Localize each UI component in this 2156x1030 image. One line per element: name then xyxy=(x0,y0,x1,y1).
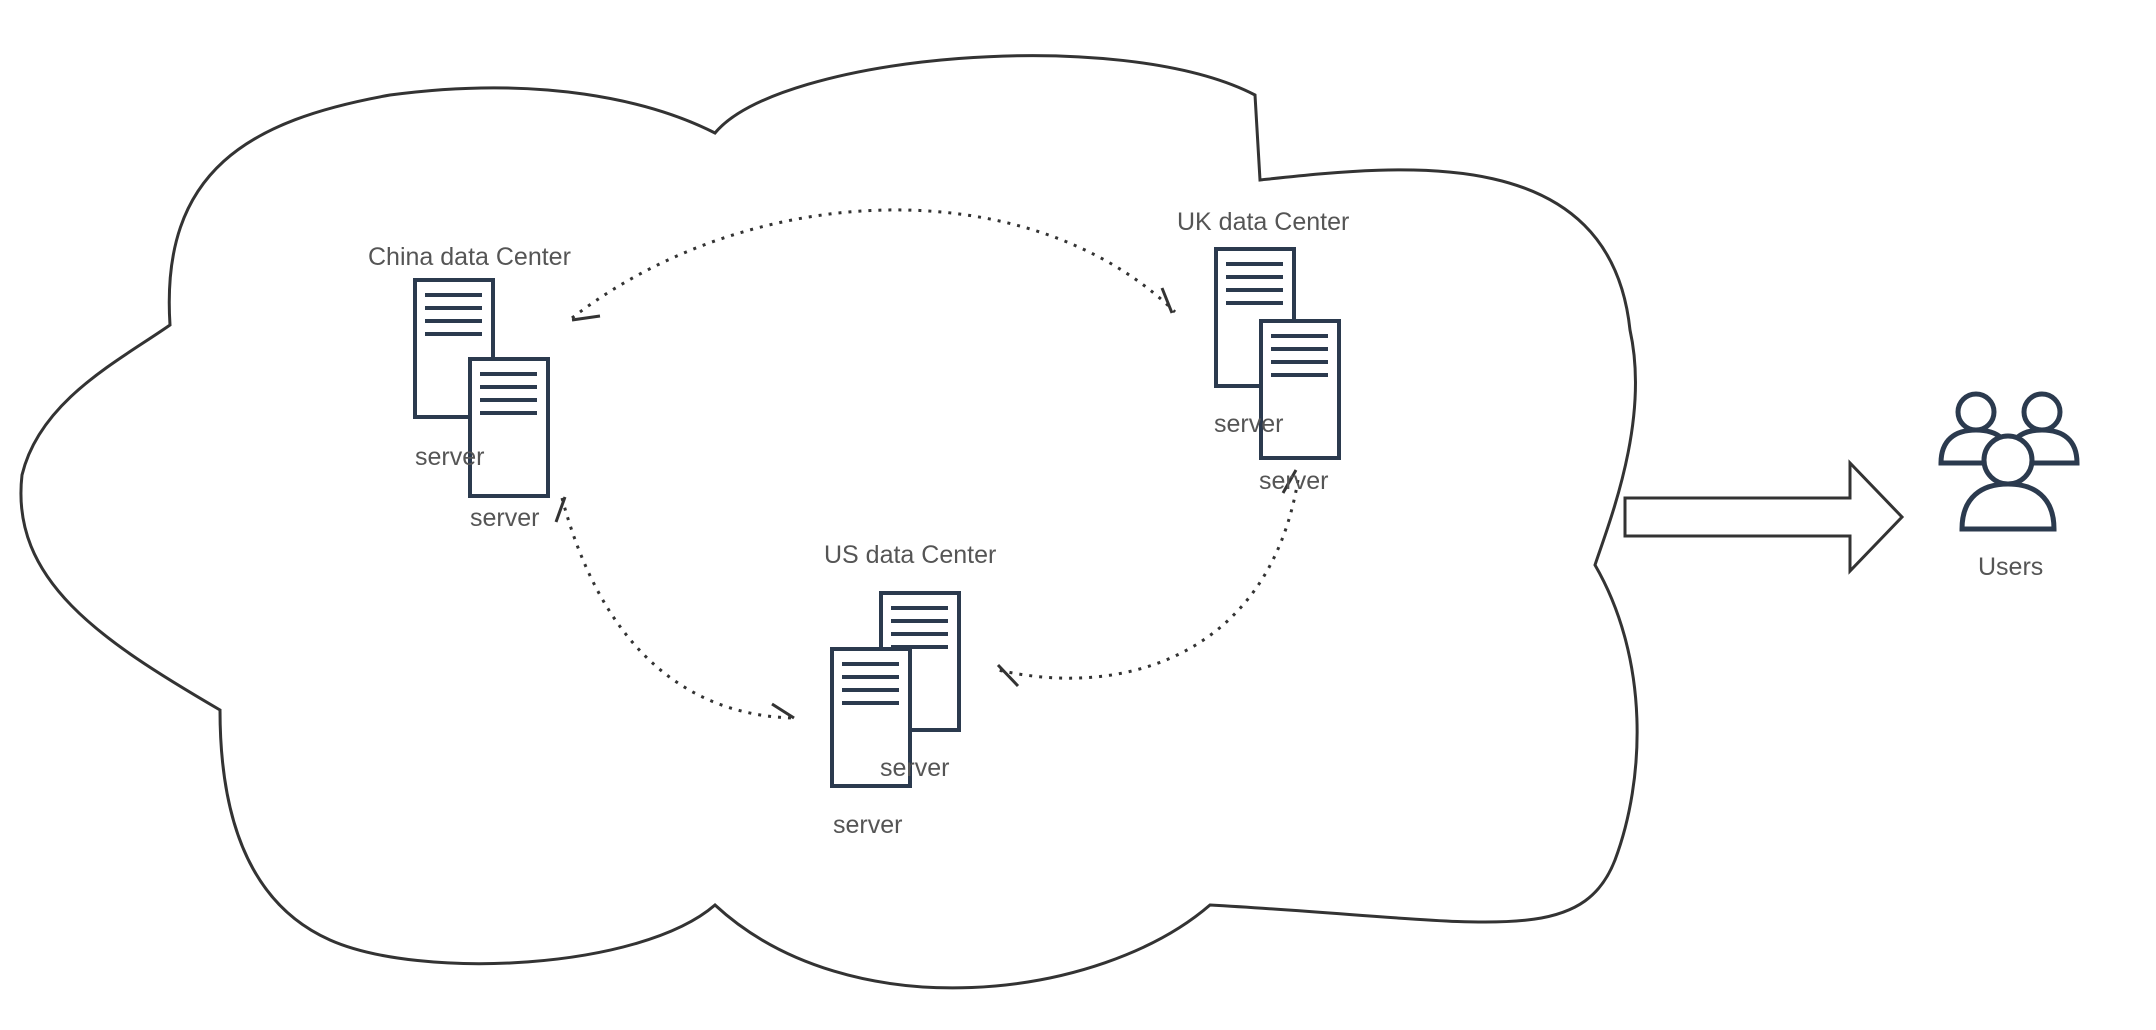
connector-uk-us xyxy=(996,469,1300,688)
server-label: server xyxy=(833,811,903,839)
us-datacenter-title: US data Center xyxy=(824,541,997,569)
china-datacenter-title: China data Center xyxy=(368,243,571,271)
server-icon xyxy=(468,357,550,498)
users-icon xyxy=(1938,391,2080,532)
server-icon xyxy=(1259,319,1341,460)
server-label: server xyxy=(1259,467,1329,495)
cloud-shape xyxy=(19,54,1639,990)
right-arrow-icon xyxy=(1623,459,1905,575)
server-label: server xyxy=(880,754,950,782)
connector-china-uk xyxy=(571,208,1177,322)
server-icon xyxy=(413,278,495,419)
server-label: server xyxy=(1214,410,1284,438)
server-label: server xyxy=(470,504,540,532)
uk-datacenter-title: UK data Center xyxy=(1177,208,1350,236)
server-label: server xyxy=(415,443,485,471)
server-icon xyxy=(830,647,912,788)
users-label: Users xyxy=(1978,553,2044,581)
connector-china-us xyxy=(554,496,795,720)
